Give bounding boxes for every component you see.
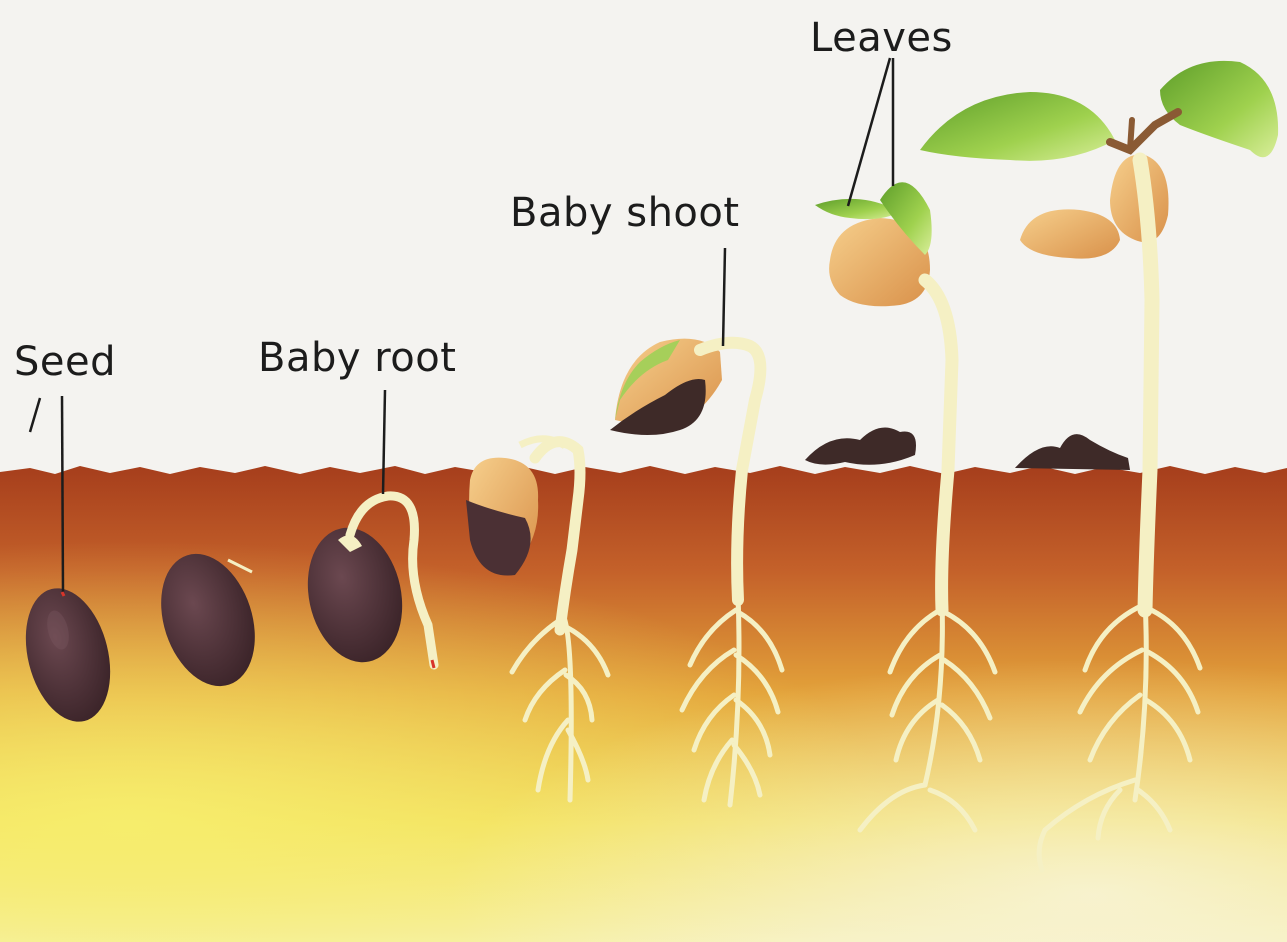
seed-leader-line bbox=[62, 396, 63, 592]
baby-root-label: Baby root bbox=[258, 338, 456, 378]
seed-label: Seed bbox=[14, 342, 116, 382]
soil bbox=[0, 466, 1287, 942]
baby-shoot-label: Baby shoot bbox=[510, 193, 740, 233]
leaves-label: Leaves bbox=[810, 18, 953, 58]
